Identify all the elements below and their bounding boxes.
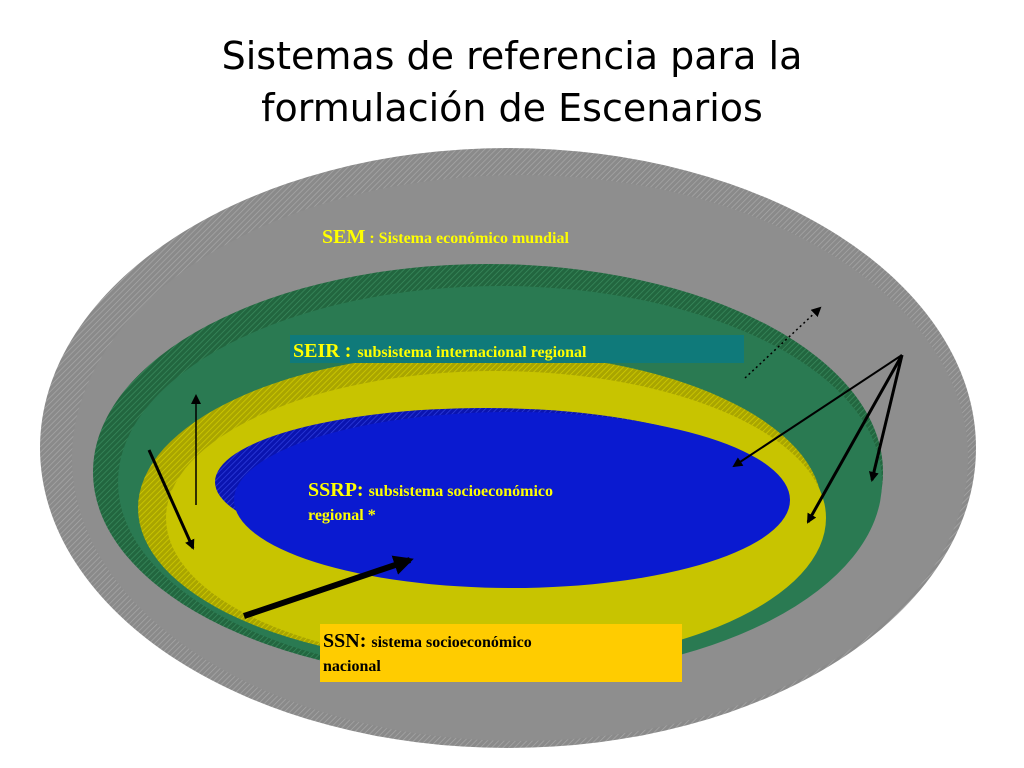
seir-description: subsistema internacional regional [357, 344, 587, 361]
ssn-label: SSN: sistema socioeconómico [323, 630, 532, 652]
arrows [147, 306, 904, 619]
ssrp-ellipse [215, 408, 790, 588]
ssrp-label: SSRP: subsistema socioeconómico [308, 479, 553, 501]
seir-acronym: SEIR : [293, 340, 351, 362]
ssrp-description-2: regional * [308, 507, 376, 524]
slide-title: Sistemas de referencia para la formulaci… [0, 30, 1024, 134]
title-line-2: formulación de Escenarios [261, 86, 763, 130]
title-line-1: Sistemas de referencia para la [221, 34, 803, 78]
sem-label: SEM : Sistema económico mundial [322, 226, 569, 248]
seir-label-box [290, 335, 744, 363]
right-arrow-to-ssrp [732, 354, 903, 468]
right-arrow-to-ssn [806, 354, 904, 524]
thick-arrow-into-ssrp [243, 555, 414, 619]
sem-description: Sistema económico mundial [379, 230, 570, 247]
ssn-description-2: nacional [323, 658, 381, 675]
seir-label: SEIR : subsistema internacional regional [293, 340, 587, 362]
sem-acronym: SEM [322, 226, 365, 248]
dotted-arrow-upper-right [744, 306, 822, 379]
ssn-label-box [320, 624, 682, 682]
ssrp-acronym: SSRP: [308, 479, 364, 501]
ssrp-description-1: subsistema socioeconómico [369, 483, 553, 500]
right-arrow-to-seir [869, 354, 904, 482]
ssn-acronym: SSN: [323, 630, 366, 652]
ssn-description-1: sistema socioeconómico [371, 634, 531, 651]
left-diagonal-arrow [147, 449, 195, 550]
sem-separator: : [365, 230, 378, 247]
